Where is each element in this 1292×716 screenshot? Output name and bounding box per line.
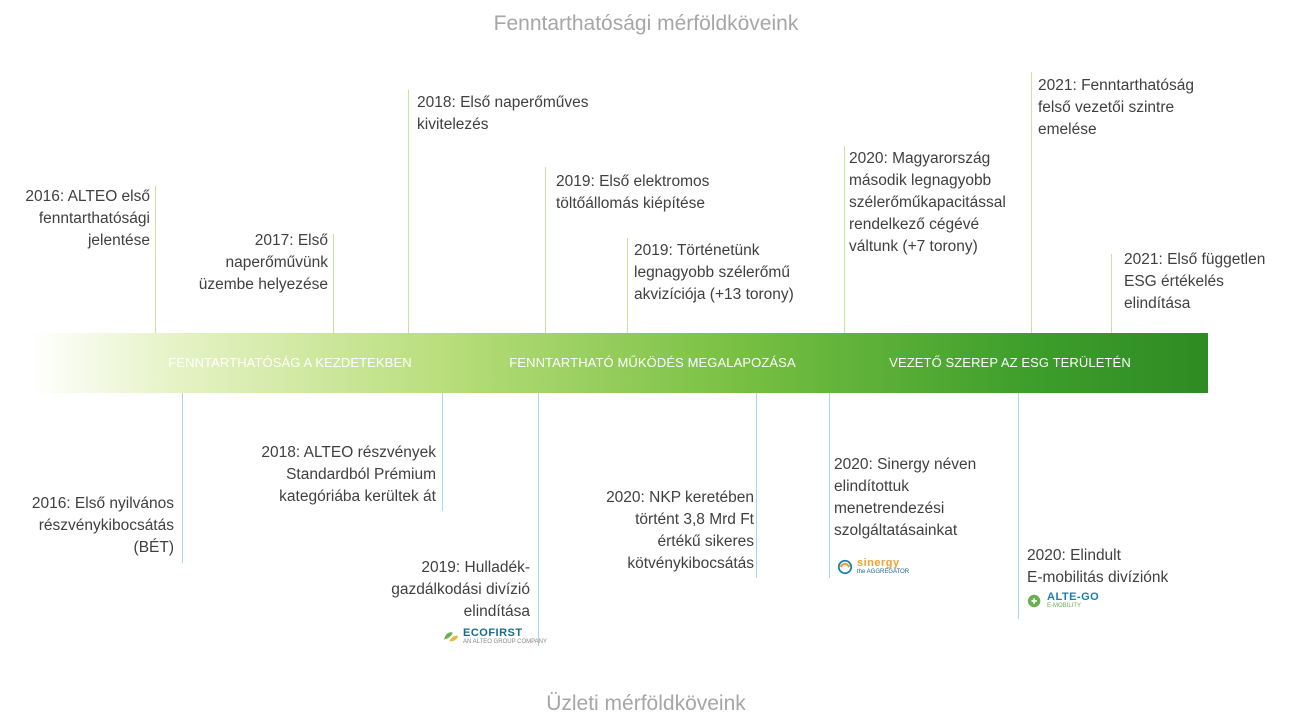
sinergy-logo: sinergy the AGGREGATOR xyxy=(836,558,909,575)
connector-line xyxy=(1018,393,1019,619)
connector-line xyxy=(829,393,830,578)
connector-line xyxy=(545,167,546,333)
sustainability-event: 2019: Első elektromos töltőállomás kiépí… xyxy=(556,173,710,212)
sustainability-event: 2017: Első naperőművünk üzembe helyezése xyxy=(198,232,328,293)
connector-line xyxy=(538,393,539,646)
connector-line xyxy=(408,90,409,333)
phase-label: FENNTARTHATÓSÁG A KEZDETEKBEN xyxy=(168,355,412,370)
connector-line xyxy=(1111,254,1112,333)
sustainability-event: 2018: Első naperőműves kivitelezés xyxy=(417,94,589,133)
sustainability-event: 2021: Első független ESG értékelés elind… xyxy=(1124,251,1266,312)
phase-label: FENNTARTHATÓ MŰKÖDÉS MEGALAPOZÁSA xyxy=(509,355,796,370)
business-event: 2019: Hulladék- gazdálkodási divízió eli… xyxy=(391,559,530,620)
phase-label: VEZETŐ SZEREP AZ ESG TERÜLETÉN xyxy=(889,355,1131,370)
altego-logo: ALTE-GO E-MOBILITY xyxy=(1026,592,1099,609)
sustainability-event: 2020: Magyarország második legnagyobb sz… xyxy=(849,150,1006,255)
ecofirst-leaf-icon xyxy=(443,631,459,641)
business-event: 2018: ALTEO részvények Standardból Prémi… xyxy=(261,444,436,505)
sustainability-title: Fenntarthatósági mérföldköveink xyxy=(493,12,799,35)
connector-line xyxy=(844,146,845,333)
altego-logo-text: ALTE-GO xyxy=(1047,591,1100,603)
connector-line xyxy=(627,238,628,333)
business-event: 2020: Sinergy néven elindítottuk menetre… xyxy=(834,456,977,539)
sustainability-event: 2016: ALTEO első fenntarthatósági jelent… xyxy=(25,188,150,249)
connector-line xyxy=(756,393,757,578)
ecofirst-logo-text: ECOFIRST xyxy=(463,627,523,639)
ecofirst-logo: ECOFIRST AN ALTEO GROUP COMPANY xyxy=(442,628,547,645)
connector-line xyxy=(182,393,183,563)
sinergy-logo-text: sinergy xyxy=(857,557,900,569)
connector-line xyxy=(155,186,156,333)
connector-line xyxy=(333,234,334,333)
business-event: 2016: Első nyilvános részvénykibocsátás … xyxy=(31,495,174,556)
altego-plug-icon xyxy=(1027,594,1041,607)
business-event: 2020: NKP keretében történt 3,8 Mrd Ft é… xyxy=(606,489,754,572)
business-title: Üzleti mérföldköveink xyxy=(546,692,746,715)
business-event: 2020: Elindult E-mobilitás divíziónk xyxy=(1027,547,1169,586)
timeline-band xyxy=(30,333,1208,393)
sustainability-event: 2021: Fenntarthatóság felső vezetői szin… xyxy=(1038,77,1194,138)
ecofirst-logo-tagline: AN ALTEO GROUP COMPANY xyxy=(463,639,548,645)
sustainability-event: 2019: Történetünk legnagyobb szélerőmű a… xyxy=(634,242,794,303)
sinergy-swirl-icon xyxy=(837,559,853,574)
altego-logo-tagline: E-MOBILITY xyxy=(1047,603,1082,609)
connector-line xyxy=(442,393,443,511)
sinergy-logo-tagline: the AGGREGATOR xyxy=(857,569,910,575)
connector-line xyxy=(1031,72,1032,333)
